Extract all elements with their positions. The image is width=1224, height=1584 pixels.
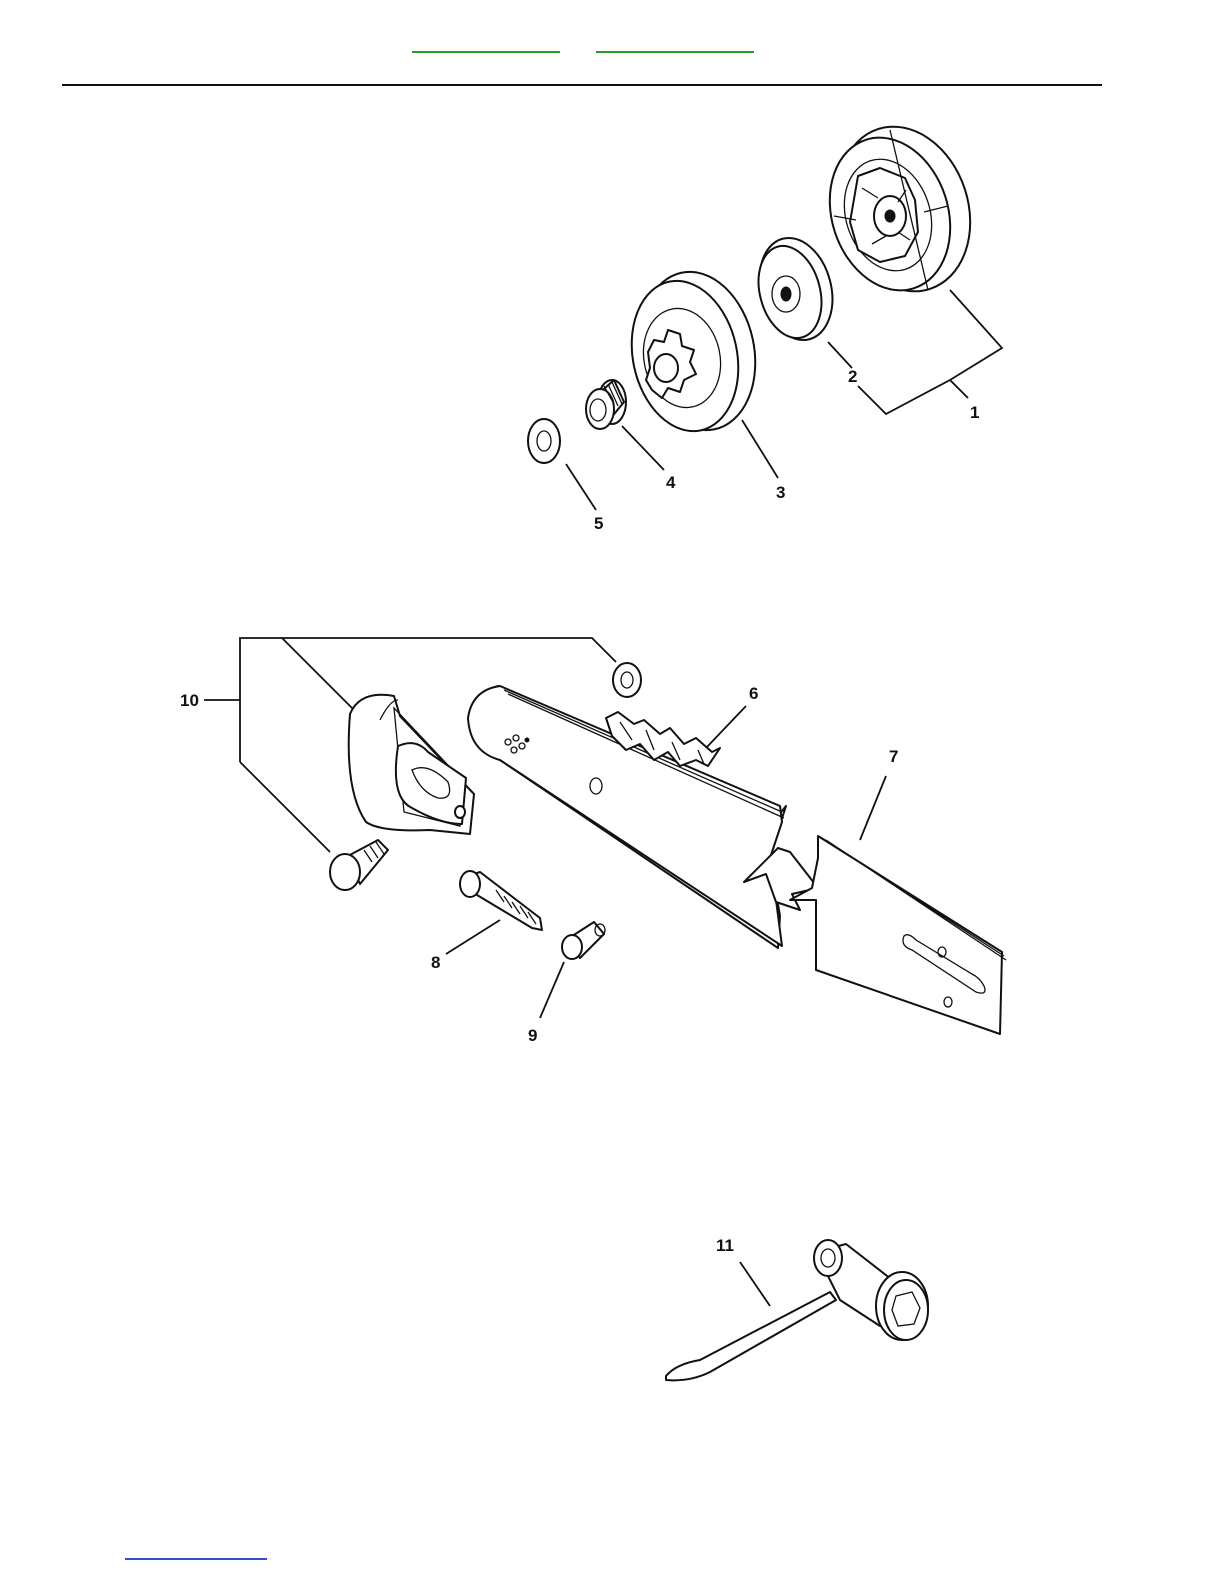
- callout-6: 6: [749, 684, 758, 703]
- callout-8: 8: [431, 953, 440, 972]
- part-1-clutch-assembly: [811, 109, 991, 308]
- callout-7: 7: [889, 747, 898, 766]
- part-4-needle-bearing: [586, 380, 626, 429]
- part-9-adjuster-pin: [562, 922, 605, 959]
- callout-3: 3: [776, 483, 785, 502]
- part-11-combination-wrench: [666, 1240, 928, 1380]
- callout-5: 5: [594, 514, 603, 533]
- callout-4: 4: [666, 473, 676, 492]
- part-2-clutch-washer: [749, 230, 844, 349]
- part-8-adjusting-screw: [460, 871, 542, 930]
- part-3-clutch-drum-sprocket: [618, 261, 769, 441]
- callout-11: 11: [716, 1236, 734, 1255]
- part-7-bar-tail: [790, 836, 1006, 1034]
- callout-9: 9: [528, 1026, 537, 1045]
- callout-2: 2: [848, 367, 857, 386]
- callout-10: 10: [180, 691, 199, 710]
- callout-1: 1: [970, 403, 979, 422]
- part-5-washer: [528, 419, 560, 463]
